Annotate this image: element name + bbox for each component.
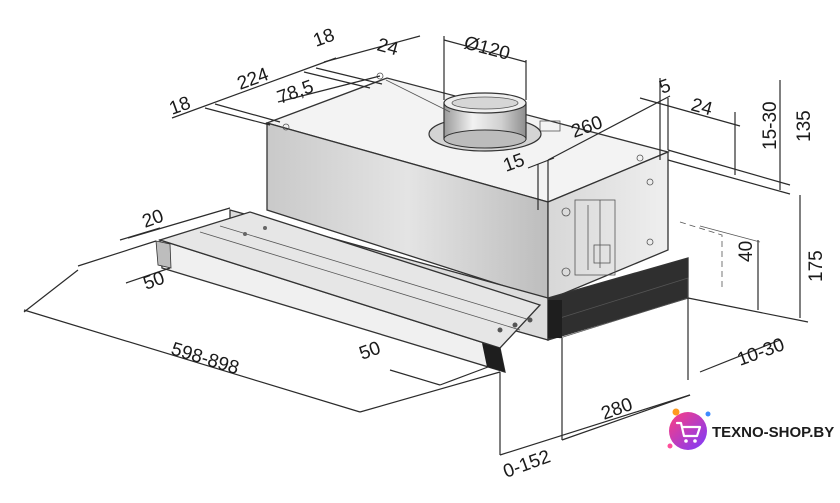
dim-224: 224: [235, 64, 272, 95]
hood-body: [155, 72, 689, 373]
panel-end-cap-right: [482, 343, 505, 372]
dim-24-top: 24: [375, 35, 401, 61]
side-bracket: [574, 199, 616, 276]
dim-20: 20: [140, 206, 167, 233]
dim-10-30: 10-30: [735, 334, 788, 370]
air-duct-outlet: [428, 92, 542, 152]
dim-40: 40: [736, 241, 757, 262]
shopping-cart-icon: [675, 421, 702, 443]
dim-18-top: 18: [311, 25, 338, 52]
store-logo[interactable]: TEXNO-SHOP.BY: [667, 408, 835, 451]
dim-135: 135: [794, 110, 815, 142]
dimension-lines: [23, 35, 809, 456]
dim-18-left: 18: [167, 93, 194, 120]
dim-78-5: 78,5: [275, 76, 317, 108]
telescopic-tray: [157, 211, 542, 349]
logo-circle: [669, 412, 707, 450]
dim-280: 280: [599, 394, 636, 425]
dim-24-right: 24: [689, 95, 715, 121]
dim-diameter-120: Ø120: [462, 33, 512, 65]
dim-5: 5: [657, 75, 674, 98]
dim-50-bottom: 50: [357, 338, 384, 365]
logo-text: TEXNO-SHOP.BY: [712, 424, 834, 441]
dim-15-30: 15-30: [760, 101, 781, 150]
dim-598-898: 598-898: [169, 339, 242, 379]
hood-side-face: [547, 151, 669, 301]
panel-end-cap-left: [155, 240, 172, 269]
dim-50-left: 50: [141, 268, 168, 295]
dim-175: 175: [806, 250, 827, 282]
